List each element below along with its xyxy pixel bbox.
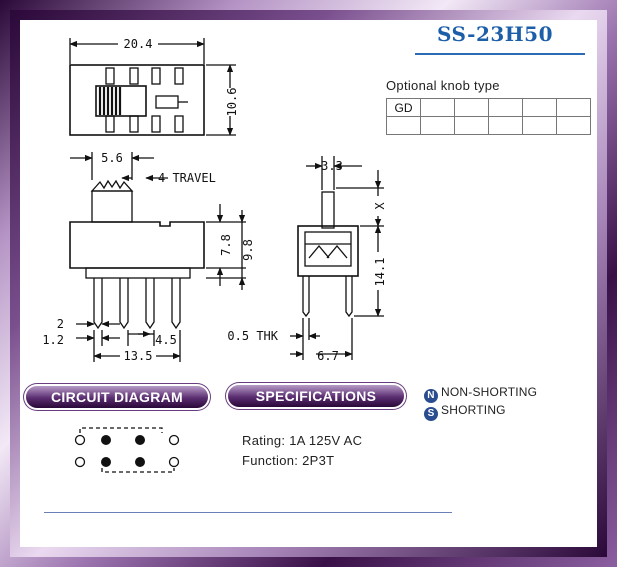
spec-function: Function: 2P3T	[242, 453, 335, 468]
dim-x: X	[373, 202, 387, 210]
dim-thk: 0.5 THK	[227, 329, 278, 343]
title-underline	[415, 53, 585, 55]
dim-height: 10.6	[225, 88, 239, 117]
front-view-dimensions	[70, 152, 246, 362]
side-view-dimensions	[290, 156, 384, 360]
dim-pin-thickness: 1.2	[42, 333, 64, 347]
dim-total-height: 9.8	[241, 239, 255, 261]
s-badge-icon: S	[424, 407, 438, 421]
front-view	[69, 179, 205, 330]
dim-pin-height: 14.1	[373, 258, 387, 287]
datasheet-panel: SS-23H50 Optional knob type GD	[20, 20, 597, 547]
legend-label: SHORTING	[441, 403, 506, 417]
circuit-diagram	[74, 427, 180, 473]
legend-label: NON-SHORTING	[441, 385, 538, 399]
dim-top-width: 3.3	[321, 159, 343, 173]
dim-travel: 4 TRAVEL	[158, 171, 216, 185]
top-view-dimensions	[69, 38, 236, 136]
dim-width: 20.4	[124, 37, 153, 51]
side-view	[297, 191, 359, 318]
dim-knob: 5.6	[101, 151, 123, 165]
dim-body-height: 7.8	[219, 234, 233, 256]
specifications-heading: SPECIFICATIONS	[228, 385, 404, 407]
n-badge-icon: N	[424, 389, 438, 403]
knob-cell	[556, 116, 591, 135]
dim-pitch: 4.5	[155, 333, 177, 347]
dim-depth: 6.7	[317, 349, 339, 363]
circuit-diagram-heading: CIRCUIT DIAGRAM	[26, 386, 208, 408]
spec-rating: Rating: 1A 125V AC	[242, 433, 363, 448]
dim-pin-width: 2	[57, 317, 64, 331]
footer-rule	[44, 512, 452, 513]
mechanical-drawing: 20.4 10.6 5.6 4 TRAVEL 3.3 X 7.8 9.8 14.…	[42, 37, 387, 473]
knob-type-label: Optional knob type	[386, 78, 500, 93]
dim-span: 13.5	[124, 349, 153, 363]
knob-type-table: GD	[386, 98, 591, 135]
top-view	[69, 64, 205, 136]
model-title: SS-23H50	[436, 22, 554, 46]
